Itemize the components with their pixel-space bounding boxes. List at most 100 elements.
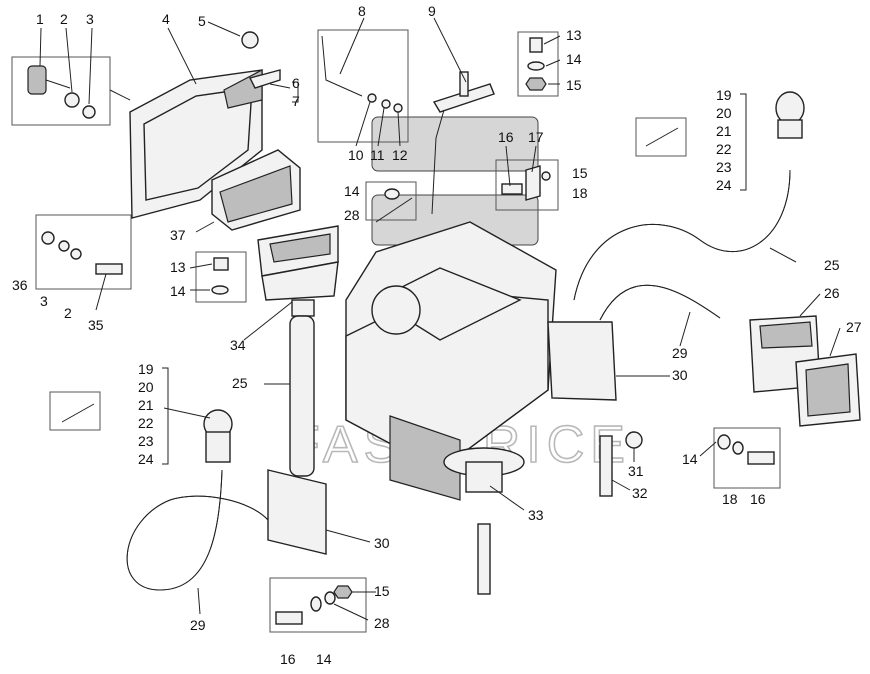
callout-14-bottom: 14 <box>316 651 332 667</box>
callout-18-mid: 18 <box>572 185 588 201</box>
callout-30-left: 30 <box>374 535 390 551</box>
detail-box-knob <box>11 56 111 126</box>
hose-right <box>573 91 805 321</box>
washer-14-right <box>717 434 731 450</box>
callout-10: 10 <box>348 147 364 163</box>
bolt-16-bottom <box>275 611 303 625</box>
callout-22-right: 22 <box>716 141 732 157</box>
bracket-17 <box>501 165 551 201</box>
drain-tube <box>477 523 491 595</box>
bracket-9 <box>431 71 495 215</box>
bolt-16-right <box>747 451 775 465</box>
callout-34: 34 <box>230 337 246 353</box>
callout-19-left: 19 <box>138 361 154 377</box>
detail-box-fasteners <box>35 214 132 290</box>
callout-23-right: 23 <box>716 159 732 175</box>
callout-26: 26 <box>824 285 840 301</box>
callout-16-right: 16 <box>750 491 766 507</box>
callout-19-right: 19 <box>716 87 732 103</box>
hose-left <box>126 409 269 591</box>
bolt-13 <box>529 37 543 53</box>
nut-15-bottom <box>333 585 353 599</box>
screw-28 <box>375 197 413 223</box>
callout-14-top: 14 <box>566 51 582 67</box>
callout-13-left: 13 <box>170 259 186 275</box>
callout-8: 8 <box>358 3 366 19</box>
callout-23-left: 23 <box>138 433 154 449</box>
detail-box-screw-left <box>49 391 101 431</box>
callout-24-right: 24 <box>716 177 732 193</box>
callout-5: 5 <box>198 13 206 29</box>
washer-11 <box>381 99 391 109</box>
callout-labels: 1 2 3 4 5 6 7 8 9 10 11 12 13 14 15 16 1… <box>12 3 862 667</box>
callout-3-left: 3 <box>40 293 48 309</box>
callout-21-left: 21 <box>138 397 154 413</box>
detail-box-screw-34 <box>195 251 247 303</box>
callout-31: 31 <box>628 463 644 479</box>
callout-9: 9 <box>428 3 436 19</box>
washer-14 <box>527 61 545 71</box>
callout-33: 33 <box>528 507 544 523</box>
screw-left <box>61 403 95 423</box>
callout-14-left: 14 <box>170 283 186 299</box>
nut-12 <box>393 103 403 113</box>
callout-16-mid: 16 <box>498 129 514 145</box>
heater-housing <box>345 221 557 501</box>
fasteners-left <box>41 231 123 275</box>
grille-27 <box>795 353 861 427</box>
callout-29-left: 29 <box>190 617 206 633</box>
callout-3: 3 <box>86 11 94 27</box>
callout-18-right: 18 <box>722 491 738 507</box>
callout-21-right: 21 <box>716 123 732 139</box>
callout-6: 6 <box>292 75 300 91</box>
callout-14-mid: 14 <box>344 183 360 199</box>
washer-28-bottom <box>324 591 336 605</box>
callout-27: 27 <box>846 319 862 335</box>
group-brackets <box>162 81 747 465</box>
filter-element <box>211 149 301 231</box>
callout-20-right: 20 <box>716 105 732 121</box>
leader-lines <box>39 17 841 621</box>
callout-17: 17 <box>528 129 544 145</box>
washer-14-mid <box>384 188 400 200</box>
flange-30 <box>547 321 617 401</box>
callout-25-right: 25 <box>824 257 840 273</box>
rod-8 <box>321 35 363 97</box>
callout-15-mid: 15 <box>572 165 588 181</box>
detail-box-bolt-top <box>517 31 559 97</box>
nut-10 <box>367 93 377 103</box>
callout-7: 7 <box>292 93 300 109</box>
callout-11: 11 <box>370 147 385 163</box>
callout-22-left: 22 <box>138 415 154 431</box>
callout-35: 35 <box>88 317 104 333</box>
callout-37: 37 <box>170 227 186 243</box>
callout-36: 36 <box>12 277 28 293</box>
tube-32 <box>599 435 613 497</box>
callout-28-bottom: 28 <box>374 615 390 631</box>
callout-30-right: 30 <box>672 367 688 383</box>
detail-box-rod <box>317 29 409 143</box>
detail-box-bolt-right <box>713 427 781 489</box>
callout-14-right: 14 <box>682 451 698 467</box>
washer-14-bottom <box>310 596 322 612</box>
highlight-zone-upper <box>371 116 539 172</box>
detail-box-bracket <box>495 159 559 211</box>
callout-15-bottom: 15 <box>374 583 390 599</box>
outlet-34 <box>257 225 339 317</box>
callout-20-left: 20 <box>138 379 154 395</box>
washer-18-right <box>732 441 744 455</box>
grommet-31 <box>625 431 643 449</box>
callout-28-mid: 28 <box>344 207 360 223</box>
callout-24-left: 24 <box>138 451 154 467</box>
callout-25-left: 25 <box>232 375 248 391</box>
flange-30-left <box>267 469 327 555</box>
screw-right <box>645 127 679 147</box>
callout-2-left: 2 <box>64 305 72 321</box>
nut-15 <box>525 77 547 91</box>
callout-1: 1 <box>36 11 44 27</box>
clip-6-7 <box>248 69 281 89</box>
callout-13-top: 13 <box>566 27 582 43</box>
callout-4: 4 <box>162 11 170 27</box>
